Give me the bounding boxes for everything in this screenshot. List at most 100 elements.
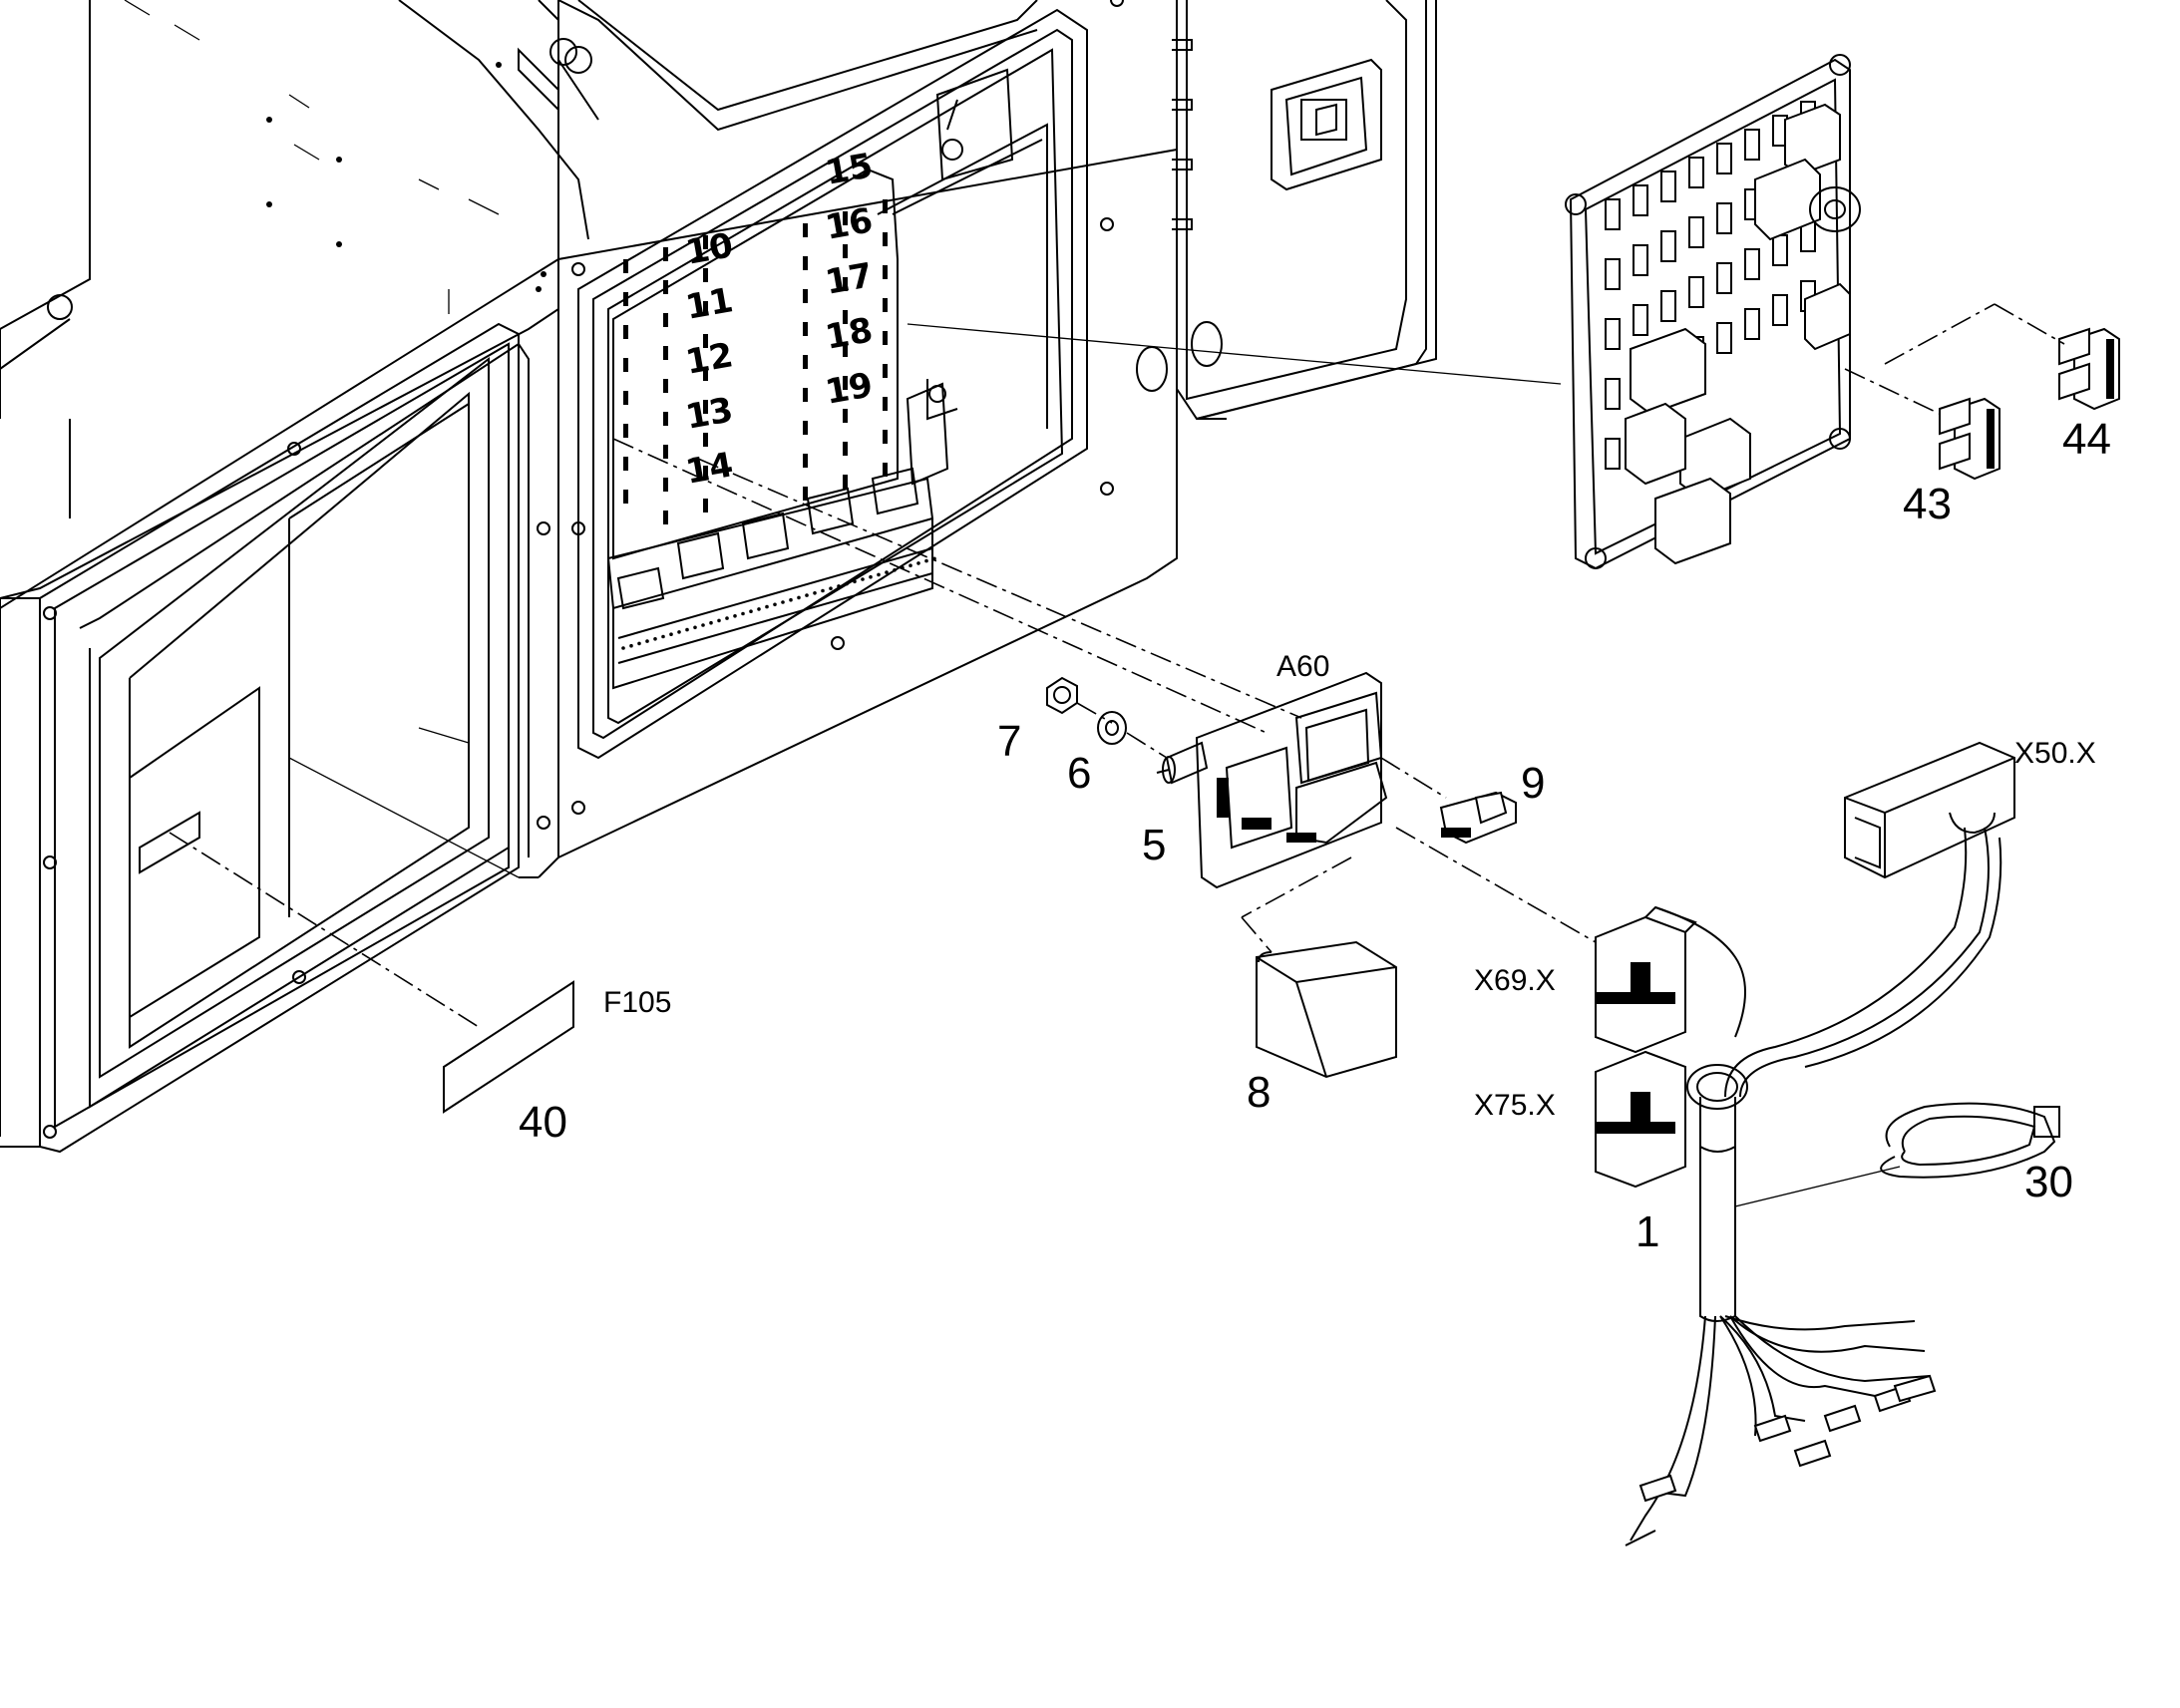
rack-pin [637,641,641,646]
rack-pin [765,604,769,609]
relay-part-8 [1256,940,1397,1079]
perforation-slot [623,457,628,471]
slot-number: 11 [683,280,737,328]
rack-pin [797,595,801,600]
board-component [1605,378,1621,410]
perforation-slot [623,259,628,273]
rack-pin [893,568,897,572]
perforation-slot [703,268,708,282]
left-compartment [0,322,550,1154]
board-component [1633,184,1648,216]
perforation-slot [803,487,808,501]
slot-number: 17 [823,255,877,303]
slot-number: 12 [683,335,737,383]
rack-pin [805,593,809,597]
perforation-slot [663,478,668,492]
clamp-part-30 [1880,1102,2060,1179]
board-component [1744,308,1760,340]
slot-number: 14 [683,445,737,493]
rack-pin [813,591,817,595]
callout-x50: X50.X [2014,737,2096,770]
label-part-40 [443,980,574,1114]
rack-pin [661,634,665,639]
perforation-slot [883,331,888,345]
rack-pin [717,618,721,623]
perforation-slot [623,292,628,306]
rack-pin [669,632,673,636]
rack-pin [685,627,689,632]
slot-number: 15 [823,146,877,193]
rack-pin [629,643,633,648]
board-component [1605,438,1621,470]
rack-pin [908,563,912,567]
perforation-slot [623,391,628,405]
perforation-slot [803,289,808,303]
slot-number: 19 [823,365,877,413]
perforation-slot [843,310,848,324]
callout-40: 40 [519,1098,567,1147]
rack-pin [821,588,825,593]
rack-pin [757,607,761,611]
perforation-slot [663,346,668,360]
perforation-slot [883,232,888,246]
callout-x75: X75.X [1474,1089,1556,1122]
leader-lines [169,303,2065,1028]
callout-labels: 1 5 6 7 8 9 30 40 43 44 A60 F105 X50.X X… [519,415,2111,1256]
rack-pin [877,572,881,577]
board-component [1605,198,1621,230]
callout-5: 5 [1142,821,1166,869]
board-component [1716,143,1732,174]
board-component [1605,318,1621,350]
callout-9: 9 [1521,759,1545,808]
cable-harness-part-1 [1595,741,2015,1546]
perforation-slot [843,211,848,225]
rack-pin [693,625,697,630]
rack-pin [781,600,785,604]
rack-pin [741,611,745,616]
board-component [1716,262,1732,294]
rack-pin [677,630,681,634]
perforation-slot [803,223,808,237]
slot-number: 16 [823,200,877,248]
rack-pin [749,609,753,613]
rack-pin [837,584,841,588]
callout-30: 30 [2024,1158,2073,1206]
board-component [1716,202,1732,234]
perforation-slot [843,343,848,357]
rack-pin [861,577,865,581]
slot-number: 18 [823,310,877,358]
callout-f105: F105 [603,986,671,1019]
perforation-slot [883,463,888,477]
board-component [1688,276,1704,308]
perforation-slot [663,412,668,426]
perforation-slot [843,376,848,390]
perforation-slot [623,424,628,438]
rack-pin [789,597,793,602]
perforation-slot [663,313,668,327]
rack-pin [733,614,737,618]
perforation-slot [803,388,808,402]
perforation-slot [703,367,708,381]
board-component [1772,234,1788,266]
rack-pin [924,558,928,563]
fuse-part-9 [1439,791,1517,845]
rack-pin [709,620,713,625]
board-component [1660,171,1676,202]
board-component [1772,294,1788,326]
callout-43: 43 [1903,480,1952,528]
perforation-slot [663,379,668,393]
washer-part-6 [1097,711,1127,745]
rack-pin [829,586,833,590]
perforation-slot [703,466,708,480]
module-a60 [1156,671,1388,889]
door-latch [1271,58,1382,191]
perforation-slot [883,397,888,411]
board-component [1716,322,1732,354]
rack-pin [869,574,873,579]
board-component [1744,129,1760,161]
perforation-slot [803,454,808,468]
perforation-slot [663,247,668,261]
perforation-slot [843,244,848,258]
board-component [1744,248,1760,280]
